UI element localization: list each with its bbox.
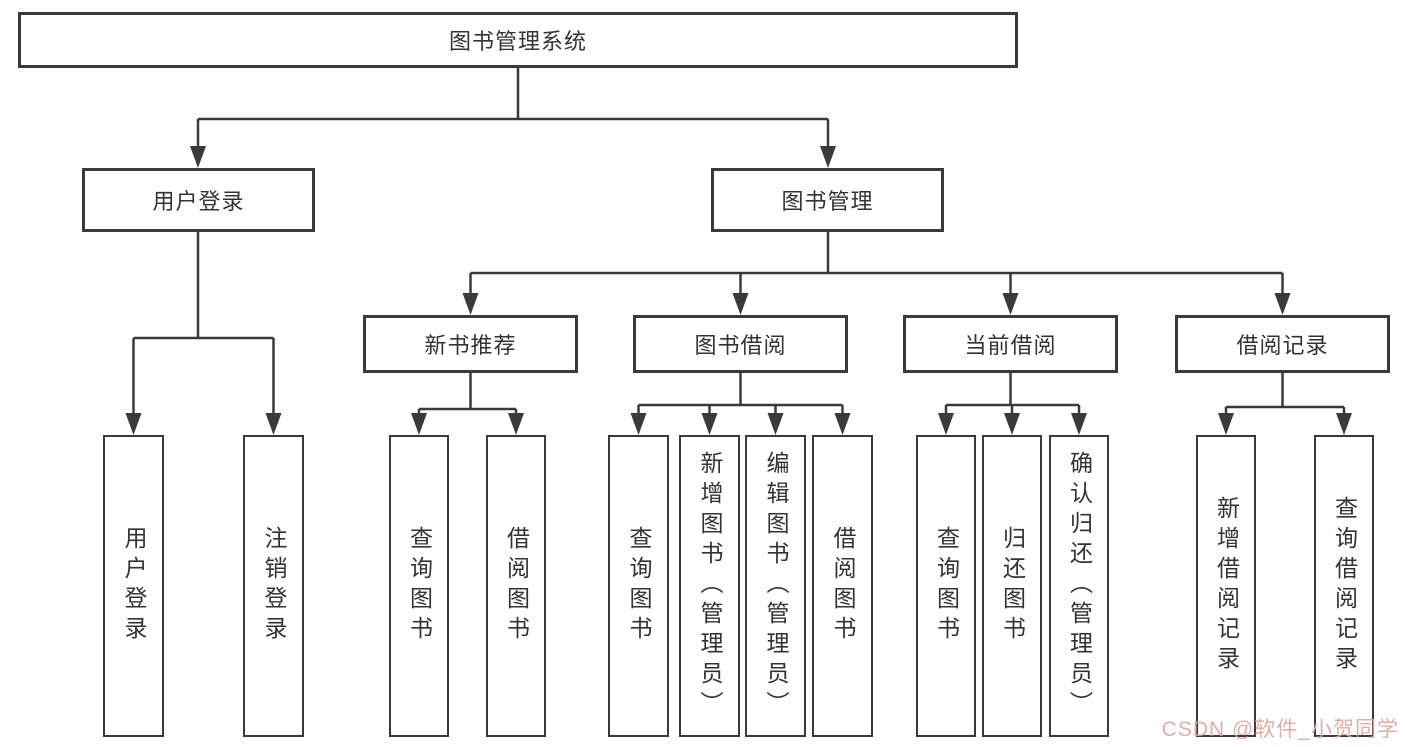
leaf-user-login: 用户登录 (103, 435, 164, 737)
node-current-borrow: 当前借阅 (903, 315, 1118, 373)
node-borrow-records: 借阅记录 (1175, 315, 1390, 373)
node-book-borrow: 图书借阅 (633, 315, 848, 373)
leaf-query-books-recommend: 查询图书 (389, 435, 449, 737)
node-book-management: 图书管理 (711, 168, 944, 232)
leaf-edit-books-admin: 编辑图书（管理员） (745, 435, 806, 737)
leaf-logout: 注销登录 (243, 435, 304, 737)
csdn-watermark: CSDN @软件_小贺同学 (1161, 718, 1399, 741)
leaf-add-borrow-record: 新增借阅记录 (1196, 435, 1256, 737)
leaf-add-books-admin: 新增图书（管理员） (679, 435, 740, 737)
leaf-query-books-current: 查询图书 (916, 435, 976, 737)
node-new-book-recommend: 新书推荐 (363, 315, 578, 373)
leaf-confirm-return-admin: 确认归还（管理员） (1049, 435, 1109, 737)
leaf-query-books-borrow: 查询图书 (608, 435, 669, 737)
leaf-query-borrow-record: 查询借阅记录 (1314, 435, 1374, 737)
leaf-borrow-books: 借阅图书 (812, 435, 873, 737)
connector-path (132, 68, 1346, 415)
node-user-login: 用户登录 (82, 168, 315, 232)
node-root-library-system: 图书管理系统 (18, 12, 1018, 68)
leaf-borrow-books-recommend: 借阅图书 (486, 435, 546, 737)
leaf-return-books: 归还图书 (982, 435, 1042, 737)
